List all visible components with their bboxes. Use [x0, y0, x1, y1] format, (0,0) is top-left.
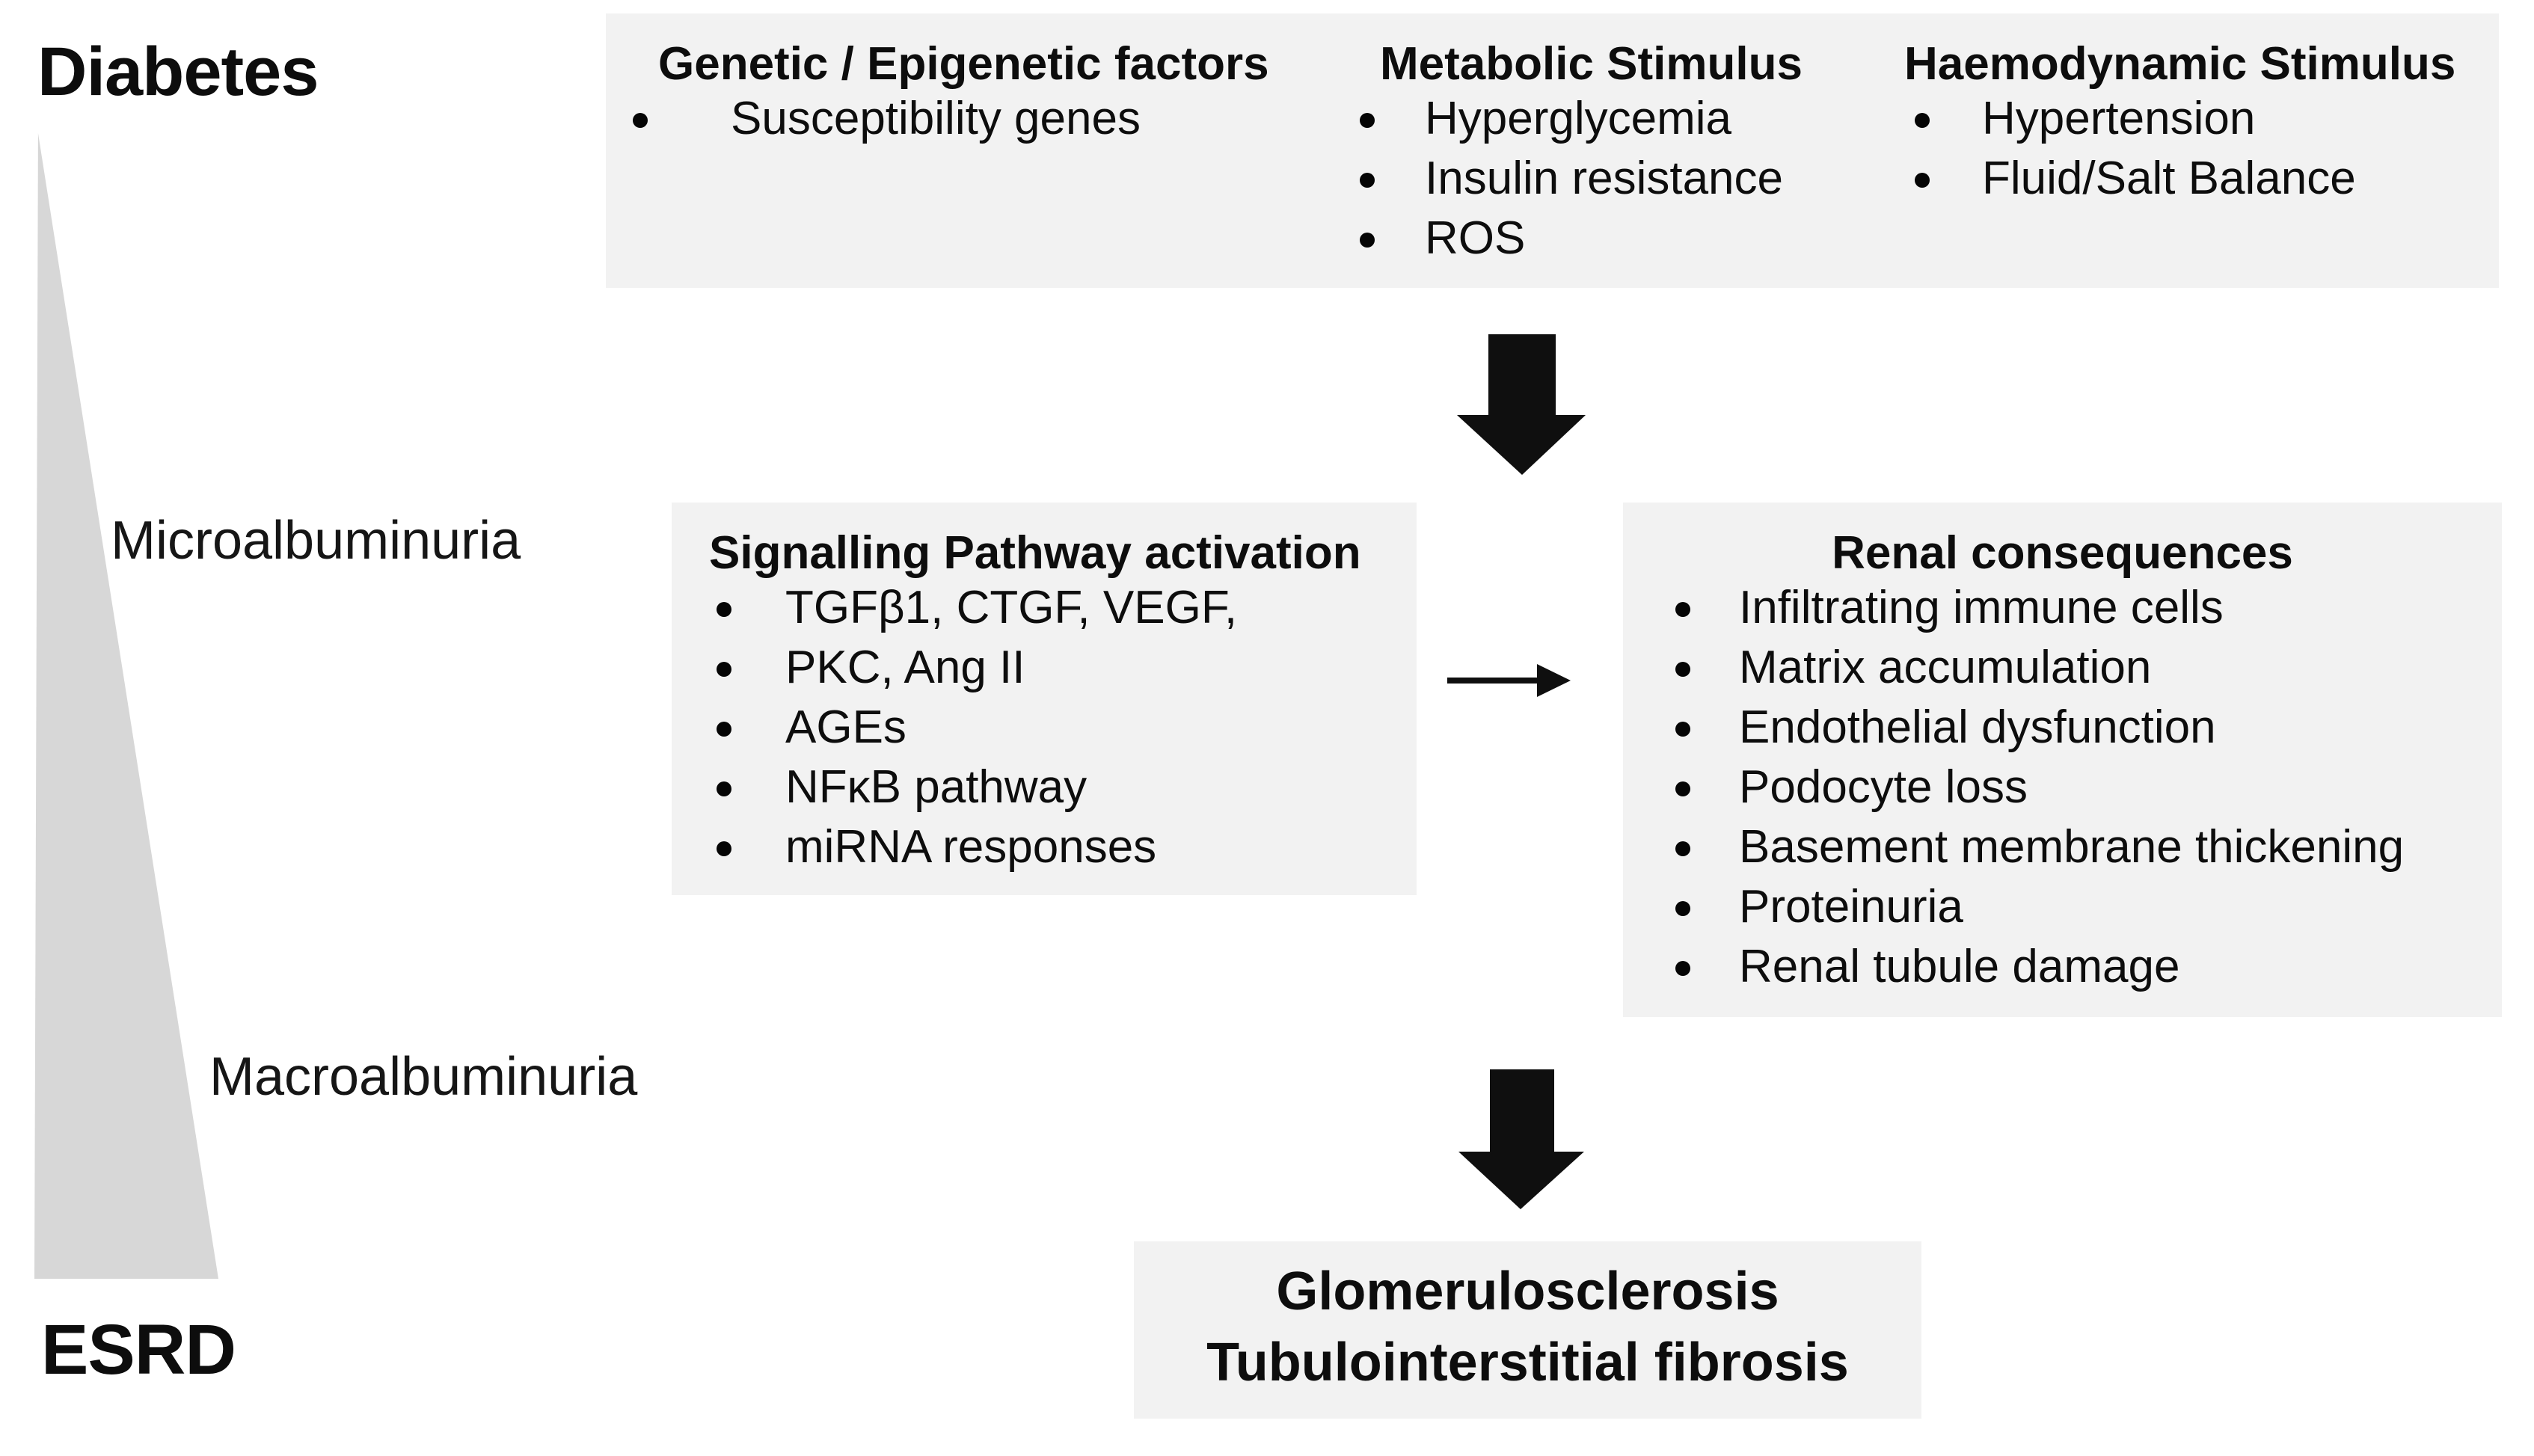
signalling-pathway-header: Signalling Pathway activation	[709, 527, 1361, 579]
outcome-panel: Glomerulosclerosis Tubulointerstitial fi…	[1134, 1241, 1921, 1419]
bullet-icon	[1675, 722, 1690, 737]
stage-label-esrd: ESRD	[41, 1310, 236, 1389]
bullet-icon	[717, 602, 731, 617]
haemodynamic-stimulus-header: Haemodynamic Stimulus	[1904, 38, 2456, 90]
bullet-icon	[1675, 961, 1690, 976]
outcome-line-tubulointerstitial-fibrosis: Tubulointerstitial fibrosis	[1206, 1333, 1849, 1392]
bullet-icon	[1675, 841, 1690, 856]
stage-label-diabetes: Diabetes	[37, 34, 319, 110]
renal-consequences-header: Renal consequences	[1832, 527, 2293, 579]
bullet-icon	[717, 781, 731, 796]
genetic-factors-header: Genetic / Epigenetic factors	[658, 38, 1269, 90]
bullet-icon	[1360, 233, 1375, 248]
down-arrow-icon	[1457, 334, 1586, 475]
bullet-icon	[1675, 602, 1690, 617]
bullet-icon	[717, 662, 731, 677]
metabolic-stimulus-header: Metabolic Stimulus	[1380, 38, 1803, 90]
bullet-icon	[633, 113, 648, 128]
bullet-icon	[1675, 781, 1690, 796]
outcome-line-glomerulosclerosis: Glomerulosclerosis	[1276, 1262, 1779, 1321]
bullet-icon	[1675, 901, 1690, 916]
renal-consequences-panel: Renal consequences Infiltrating immune c…	[1623, 503, 2502, 1017]
stimulus-panel: Genetic / Epigenetic factors Susceptibil…	[606, 13, 2499, 288]
progression-triangle-icon	[34, 133, 218, 1279]
stage-label-macroalbuminuria: Macroalbuminuria	[209, 1047, 638, 1107]
bullet-icon	[1915, 113, 1930, 128]
bullet-icon	[1360, 113, 1375, 128]
bullet-icon	[717, 841, 731, 856]
signalling-pathway-panel: Signalling Pathway activation TGFβ1, CTG…	[672, 503, 1417, 895]
stage-label-microalbuminuria: Microalbuminuria	[111, 511, 521, 571]
right-arrow-icon	[1447, 664, 1571, 697]
bullet-icon	[1915, 173, 1930, 188]
bullet-icon	[1675, 662, 1690, 677]
bullet-icon	[717, 722, 731, 737]
bullet-icon	[1360, 173, 1375, 188]
down-arrow-icon	[1458, 1069, 1584, 1209]
